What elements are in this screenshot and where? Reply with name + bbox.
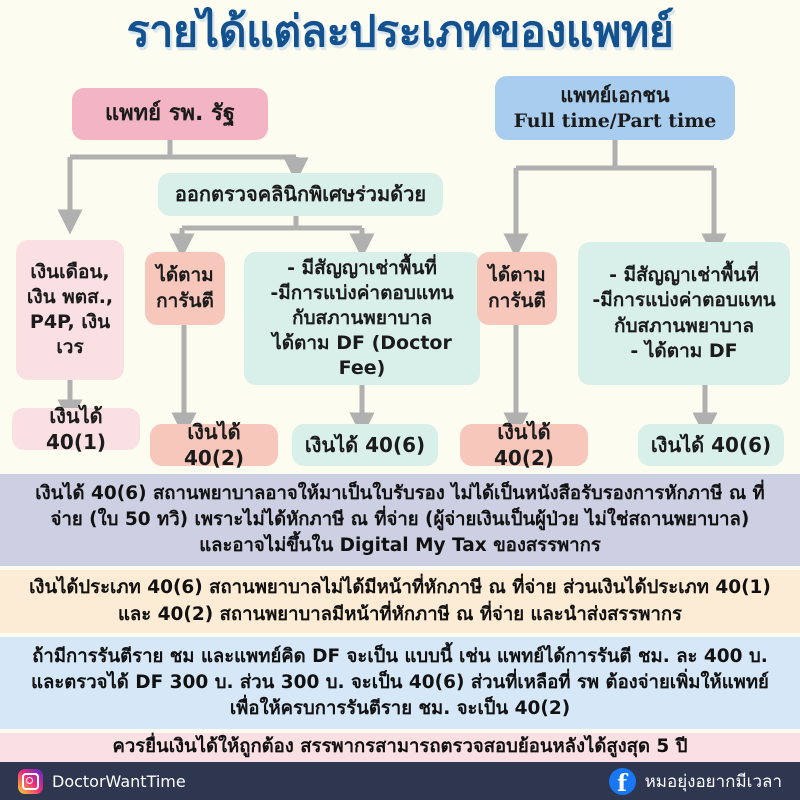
node-contract-private-line1: - มีสัญญาเช่าพื้นที่: [609, 264, 759, 287]
footer-bar: DoctorWantTime f หมอยุ่งอยากมีเวลา: [0, 762, 800, 800]
node-contract-private-line2: -มีการแบ่งค่าตอบแทน: [592, 289, 776, 312]
node-public-hospital-doctor: แพทย์ รพ. รัฐ: [72, 88, 268, 140]
note-band-1-line1: เงินได้ 40(6) สถานพยาบาลอาจให้มาเป็นใบรั…: [35, 482, 765, 504]
result-box-40-2-public-label: เงินได้ 40(2): [183, 419, 245, 470]
node-salary-line2: เงิน พตส.,: [26, 285, 114, 308]
result-box-40-6-private-label: เงินได้ 40(6): [650, 432, 772, 457]
node-private-doctor-line1: แพทย์เอกชน: [560, 83, 670, 108]
note-band-3: ถ้ามีการรันตีราย ชม และแพทย์คิด DF จะเป็…: [0, 637, 800, 729]
node-special-clinic: ออกตรวจคลินิกพิเศษร่วมด้วย: [158, 173, 443, 216]
instagram-icon: [18, 768, 43, 794]
note-band-4: ควรยื่นเงินได้ให้ถูกต้อง สรรพากรสามารถตร…: [0, 733, 800, 762]
node-special-clinic-label: ออกตรวจคลินิกพิเศษร่วมด้วย: [174, 182, 427, 207]
result-box-40-2-private: เงินได้ 40(2): [460, 420, 588, 470]
note-band-3-line2: และตรวจได้ DF 300 บ. ส่วน 300 บ. จะเป็น …: [31, 671, 769, 693]
node-guarantee-public-line2: การันตี: [156, 289, 214, 312]
node-contract-public-line1: - มีสัญญาเช่าพื้นที่: [287, 256, 437, 279]
node-guarantee-private-line1: ได้ตาม: [488, 264, 546, 287]
note-band-3-line1: ถ้ามีการรันตีราย ชม และแพทย์คิด DF จะเป็…: [32, 645, 768, 667]
result-box-40-6-public: เงินได้ 40(6): [292, 424, 438, 466]
node-public-hospital-doctor-label: แพทย์ รพ. รัฐ: [104, 101, 236, 127]
node-private-doctor: แพทย์เอกชน Full time/Part time: [495, 76, 735, 140]
note-band-4-line1: ควรยื่นเงินได้ให้ถูกต้อง สรรพากรสามารถตร…: [112, 736, 688, 758]
facebook-link[interactable]: f หมอยุ่งอยากมีเวลา: [608, 767, 782, 795]
facebook-handle: หมอยุ่งอยากมีเวลา: [644, 771, 782, 792]
node-contract-private: - มีสัญญาเช่าพื้นที่ -มีการแบ่งค่าตอบแทน…: [578, 242, 790, 385]
flowchart: แพทย์ รพ. รัฐ แพทย์เอกชน Full time/Part …: [12, 76, 790, 470]
node-salary-line4: เวร: [56, 336, 84, 359]
note-band-1: เงินได้ 40(6) สถานพยาบาลอาจให้มาเป็นใบรั…: [0, 474, 800, 566]
node-contract-private-line4: - ได้ตาม DF: [630, 339, 738, 362]
note-band-1-line3: และอาจไม่ขึ้นใน Digital My Tax ของสรรพาก…: [199, 535, 601, 557]
note-band-2: เงินได้ประเภท 40(6) สถานพยาบาลไม่ได้มีหน…: [0, 570, 800, 633]
node-contract-private-line3: กับสภานพยาบาล: [613, 314, 755, 337]
note-band-1-line2: จ่าย (ใบ 50 ทวิ) เพราะไม่ได้หักภาษี ณ ที…: [50, 508, 750, 530]
note-band-3-line3: เพื่อให้ครบการรันตีราย ชม. จะเป็น 40(2): [229, 698, 571, 720]
note-band-2-line2: และ 40(2) สถานพยาบาลมีหน้าที่หักภาษี ณ ท…: [117, 603, 682, 625]
result-box-40-6-public-label: เงินได้ 40(6): [304, 432, 426, 457]
node-guarantee-private: ได้ตาม การันตี: [477, 252, 557, 325]
instagram-link[interactable]: DoctorWantTime: [18, 768, 186, 794]
note-band-2-line1: เงินได้ประเภท 40(6) สถานพยาบาลไม่ได้มีหน…: [29, 577, 771, 599]
result-box-40-2-private-label: เงินได้ 40(2): [493, 419, 555, 470]
node-guarantee-public: ได้ตาม การันตี: [145, 252, 225, 325]
node-contract-public-line4: ได้ตาม DF (Doctor Fee): [272, 332, 452, 380]
result-box-40-1: เงินได้ 40(1): [12, 404, 140, 454]
node-contract-public-line2: -มีการแบ่งค่าตอบแทน: [270, 281, 454, 304]
node-guarantee-public-line1: ได้ตาม: [156, 264, 214, 287]
node-salary-allowances: เงินเดือน, เงิน พตส., P4P, เงิน เวร: [16, 240, 124, 380]
node-salary-line3: P4P, เงิน: [29, 311, 111, 333]
node-contract-public: - มีสัญญาเช่าพื้นที่ -มีการแบ่งค่าตอบแทน…: [244, 252, 480, 385]
connector-arrows: [57, 140, 727, 438]
result-box-40-1-label: เงินได้ 40(1): [45, 403, 107, 454]
node-salary-line1: เงินเดือน,: [30, 260, 110, 283]
result-box-40-6-private: เงินได้ 40(6): [638, 424, 784, 466]
node-private-doctor-line2: Full time/Part time: [513, 109, 717, 132]
node-contract-public-line3: กับสภานพยาบาล: [291, 306, 433, 329]
instagram-handle: DoctorWantTime: [52, 771, 186, 791]
node-guarantee-private-line2: การันตี: [488, 289, 546, 312]
page-title: รายได้แต่ละประเภทของแพทย์: [126, 7, 674, 57]
facebook-icon: f: [608, 767, 636, 795]
result-box-40-2-public: เงินได้ 40(2): [150, 420, 278, 470]
